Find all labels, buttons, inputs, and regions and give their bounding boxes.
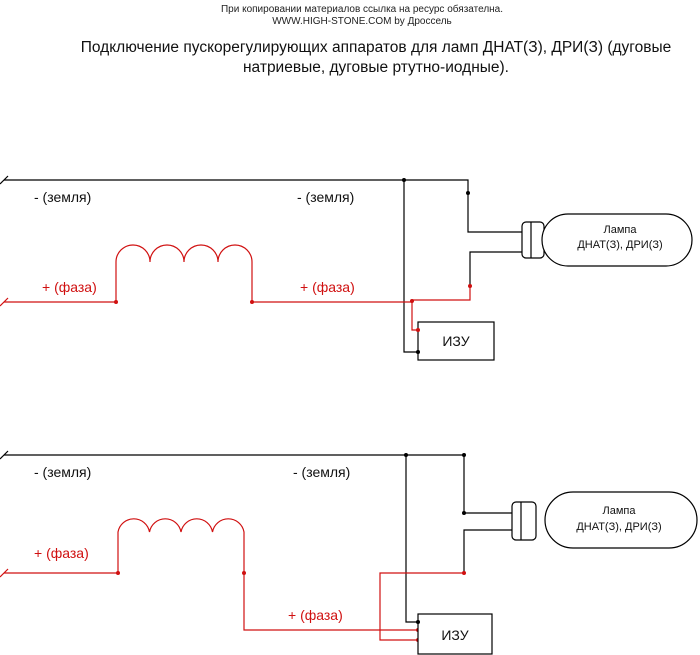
circuit-1: - (земля) - (земля) + (фаза) + (фаза) ИЗ… [0, 175, 693, 361]
junction-dot [116, 571, 120, 575]
lamp: Лампа ДНАТ(З), ДРИ(З) [511, 491, 698, 549]
input-end-mark [0, 450, 9, 460]
igniter-label: ИЗУ [442, 333, 469, 349]
ground-wire [4, 454, 512, 514]
phase-label: + (фаза) [300, 279, 355, 295]
junction-dot [416, 328, 420, 332]
junction-dot [404, 453, 408, 457]
lamp-bulb [544, 491, 698, 549]
phase-label: + (фаза) [288, 607, 343, 623]
junction-dot [242, 571, 246, 575]
diagram-title-line-2: натриевые, дуговые ртутно-иодные). [243, 59, 509, 76]
diagram-title-line-1: Подключение пускорегулирующих аппаратов … [81, 39, 671, 56]
lamp-base [521, 221, 545, 259]
junction-dot [402, 178, 406, 182]
input-end-mark [0, 175, 9, 185]
junction-dot [462, 511, 466, 515]
phase-label: + (фаза) [34, 545, 89, 561]
input-end-mark [0, 297, 9, 307]
lamp-label: Лампа [603, 505, 637, 517]
lamp-type-label: ДНАТ(З), ДРИ(З) [577, 239, 662, 251]
ground-label: - (земля) [34, 464, 91, 480]
junction-dot [462, 453, 466, 457]
lamp-label: Лампа [604, 224, 638, 236]
phase-bypass-loop [379, 572, 464, 630]
ground-tap-to-igniter [405, 455, 418, 623]
igniter-box [417, 321, 495, 361]
junction-dot [416, 350, 420, 354]
lamp-type-label: ДНАТ(З), ДРИ(З) [576, 521, 661, 533]
lamp-bulb [541, 213, 693, 267]
junction-dot [468, 284, 472, 288]
ground-label: - (земля) [297, 189, 354, 205]
input-end-mark [0, 568, 9, 578]
phase-to-lamp [411, 286, 471, 302]
junction-dot [410, 299, 414, 303]
phase-to-igniter [411, 302, 418, 331]
ground-tap-to-igniter [403, 180, 418, 353]
phase-label: + (фаза) [42, 279, 97, 295]
junction-dot [114, 300, 118, 304]
site-credit: WWW.HIGH-STONE.COM by Дроссель [272, 16, 452, 27]
ground-wire [4, 179, 522, 233]
junction-dot [466, 191, 470, 195]
igniter-box [417, 613, 493, 655]
igniter-phase-return [379, 630, 418, 641]
lamp-base [511, 501, 537, 541]
junction-dot [462, 571, 466, 575]
lamp-return-wire [469, 251, 522, 286]
junction-dot [416, 620, 420, 624]
igniter-label: ИЗУ [441, 627, 468, 643]
junction-dot [250, 300, 254, 304]
lamp: Лампа ДНАТ(З), ДРИ(З) [521, 213, 693, 267]
ground-label: - (земля) [34, 189, 91, 205]
circuit-2: - (земля) - (земля) + (фаза) + (фаза) ИЗ… [0, 450, 698, 655]
copyright-notice: При копировании материалов ссылка на рес… [221, 3, 503, 15]
phase-wire-choke [4, 518, 418, 631]
lamp-return-wire [463, 529, 512, 572]
phase-wire-choke [4, 244, 412, 303]
ground-label: - (земля) [293, 464, 350, 480]
